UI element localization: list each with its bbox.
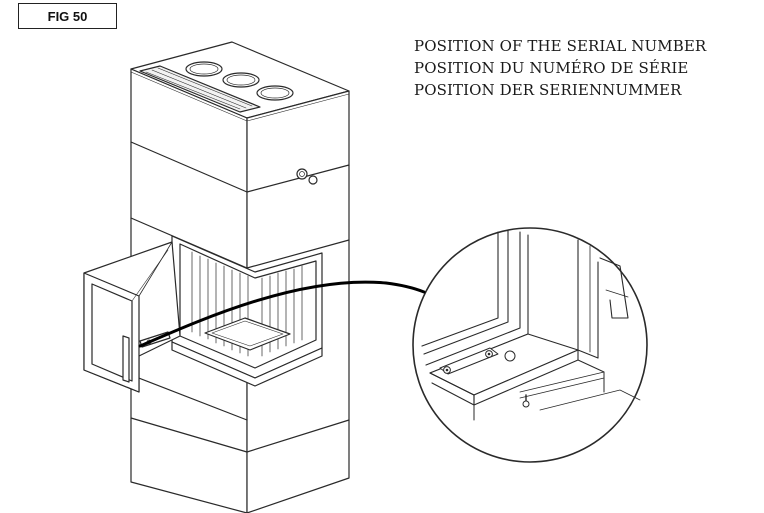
caption-block: POSITION OF THE SERIAL NUMBER POSITION D…	[414, 35, 754, 101]
caption-line-french: POSITION DU NUMÉRO DE SÉRIE	[414, 59, 689, 77]
figure-label: FIG 50	[18, 3, 117, 29]
figure-label-text: FIG 50	[47, 8, 88, 24]
detail-magnifier	[412, 227, 648, 463]
air-knob	[296, 168, 318, 185]
open-door	[83, 241, 181, 393]
caption-line-german: POSITION DER SERIENNUMMER	[414, 81, 682, 99]
caption-line-english: POSITION OF THE SERIAL NUMBER	[414, 37, 707, 55]
top-rings	[185, 61, 294, 101]
callout-leader	[138, 280, 426, 348]
fire-chamber	[171, 235, 323, 387]
